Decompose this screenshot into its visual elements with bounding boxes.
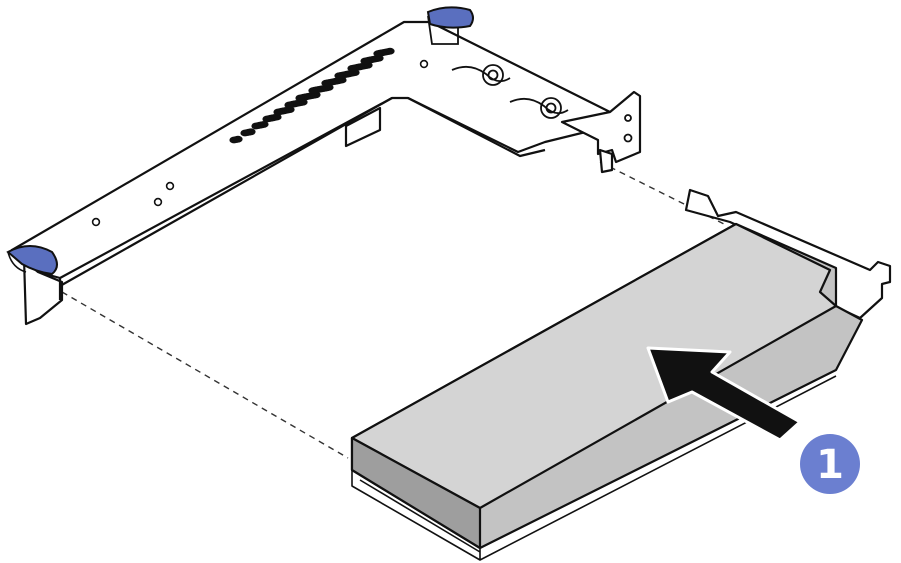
guide-line-front (61, 291, 349, 459)
vent-hole (373, 50, 383, 57)
latch-rear (426, 6, 474, 45)
mount-hole (165, 181, 175, 191)
vent-hole (251, 122, 261, 130)
mount-hole (419, 59, 429, 69)
keyhole-slot-upper (451, 64, 511, 86)
callout-circle (800, 434, 860, 494)
alignment-guides (61, 161, 729, 459)
mount-hole (153, 197, 163, 207)
callout-1-icon: 1 (800, 434, 860, 494)
rear-bracket-hole-1 (624, 114, 632, 122)
vent-hole (308, 87, 318, 94)
vent-hole (295, 94, 305, 102)
callout-number: 1 (816, 442, 844, 488)
vent-hole (273, 108, 283, 116)
vent-hole (262, 115, 272, 123)
guide-line-rear (599, 161, 729, 227)
vent-hole (284, 101, 294, 109)
keyhole-slot-lower (509, 97, 569, 119)
latch-front-icon (6, 245, 58, 276)
bracket-rear-foot (598, 148, 614, 174)
mount-hole (91, 217, 101, 227)
vent-hole (321, 79, 331, 87)
adapter-card (350, 188, 892, 561)
bracket-top-plate (10, 20, 612, 280)
vent-hole (347, 65, 357, 72)
card-edge-lines (351, 375, 837, 561)
vent-hole (240, 129, 250, 137)
bracket-inner-rail (58, 97, 546, 300)
latch-front (6, 245, 58, 276)
vent-hole (360, 57, 370, 65)
keyhole-slots (451, 64, 633, 143)
rear-bracket-hole-2 (623, 133, 633, 143)
vent-hole (334, 72, 344, 80)
latch-rear-icon (426, 6, 474, 29)
bracket-inner-tab (344, 106, 382, 148)
vent-hole-grid (91, 47, 429, 227)
bracket-left-flange (10, 248, 64, 326)
riser-bracket (10, 20, 642, 326)
arrow-icon (646, 346, 802, 442)
vent-hole (229, 136, 239, 144)
bracket-rear-plate (560, 90, 642, 164)
